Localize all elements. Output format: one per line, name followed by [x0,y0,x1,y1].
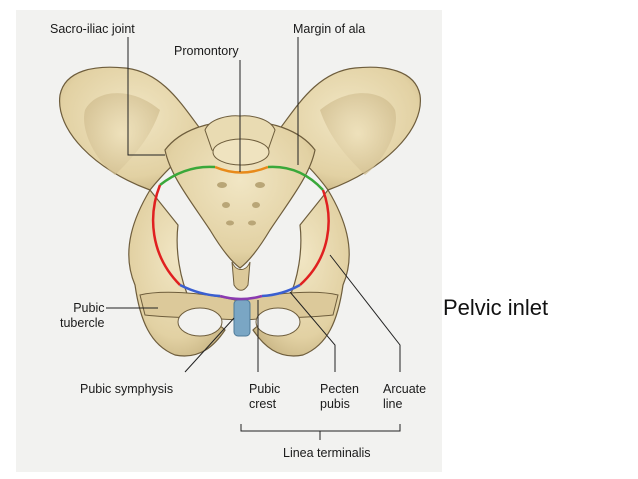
right-ala-margin-line [267,165,324,191]
right-obturator-foramen [255,307,301,337]
label-linea-terminalis: Linea terminalis [283,446,371,460]
label-arcuate-line: Arcuate line [383,382,427,411]
right-pecten-line [261,283,301,298]
label-pecten-pubis: Pecten pubis [320,382,359,411]
pubic-symphysis-cartilage [233,299,251,337]
label-pubic-crest: Pubic crest [249,382,281,411]
label-sacro-iliac-joint: Sacro-iliac joint [50,22,135,36]
promontory-line [214,165,269,174]
sacral-body-top [212,138,270,166]
leader-pecten-pubis [289,291,336,372]
label-pubic-symphysis: Pubic symphysis [80,382,174,396]
pubic-crest-line [219,294,263,301]
coccyx [231,261,251,291]
left-ala-margin-line [159,165,216,186]
left-obturator-foramen [177,307,223,337]
sacral-foramina [217,182,265,226]
linea-terminalis-bracket [240,424,401,432]
label-margin-of-ala: Margin of ala [293,22,366,36]
left-arcuate-line [151,184,181,286]
right-arcuate-line [299,189,330,286]
slide-caption: Pelvic inlet [443,295,549,320]
leader-lines [106,37,401,440]
left-iliac-fossa [84,93,160,175]
right-iliac-fossa [320,93,396,175]
leader-pubic-symphysis [184,317,235,373]
leader-sacro-iliac [127,37,165,156]
leader-arcuate-line [329,254,401,372]
label-pubic-tubercle: Pubic tubercle [60,301,105,330]
left-pecten-line [179,283,221,298]
label-promontory: Promontory [174,44,239,58]
